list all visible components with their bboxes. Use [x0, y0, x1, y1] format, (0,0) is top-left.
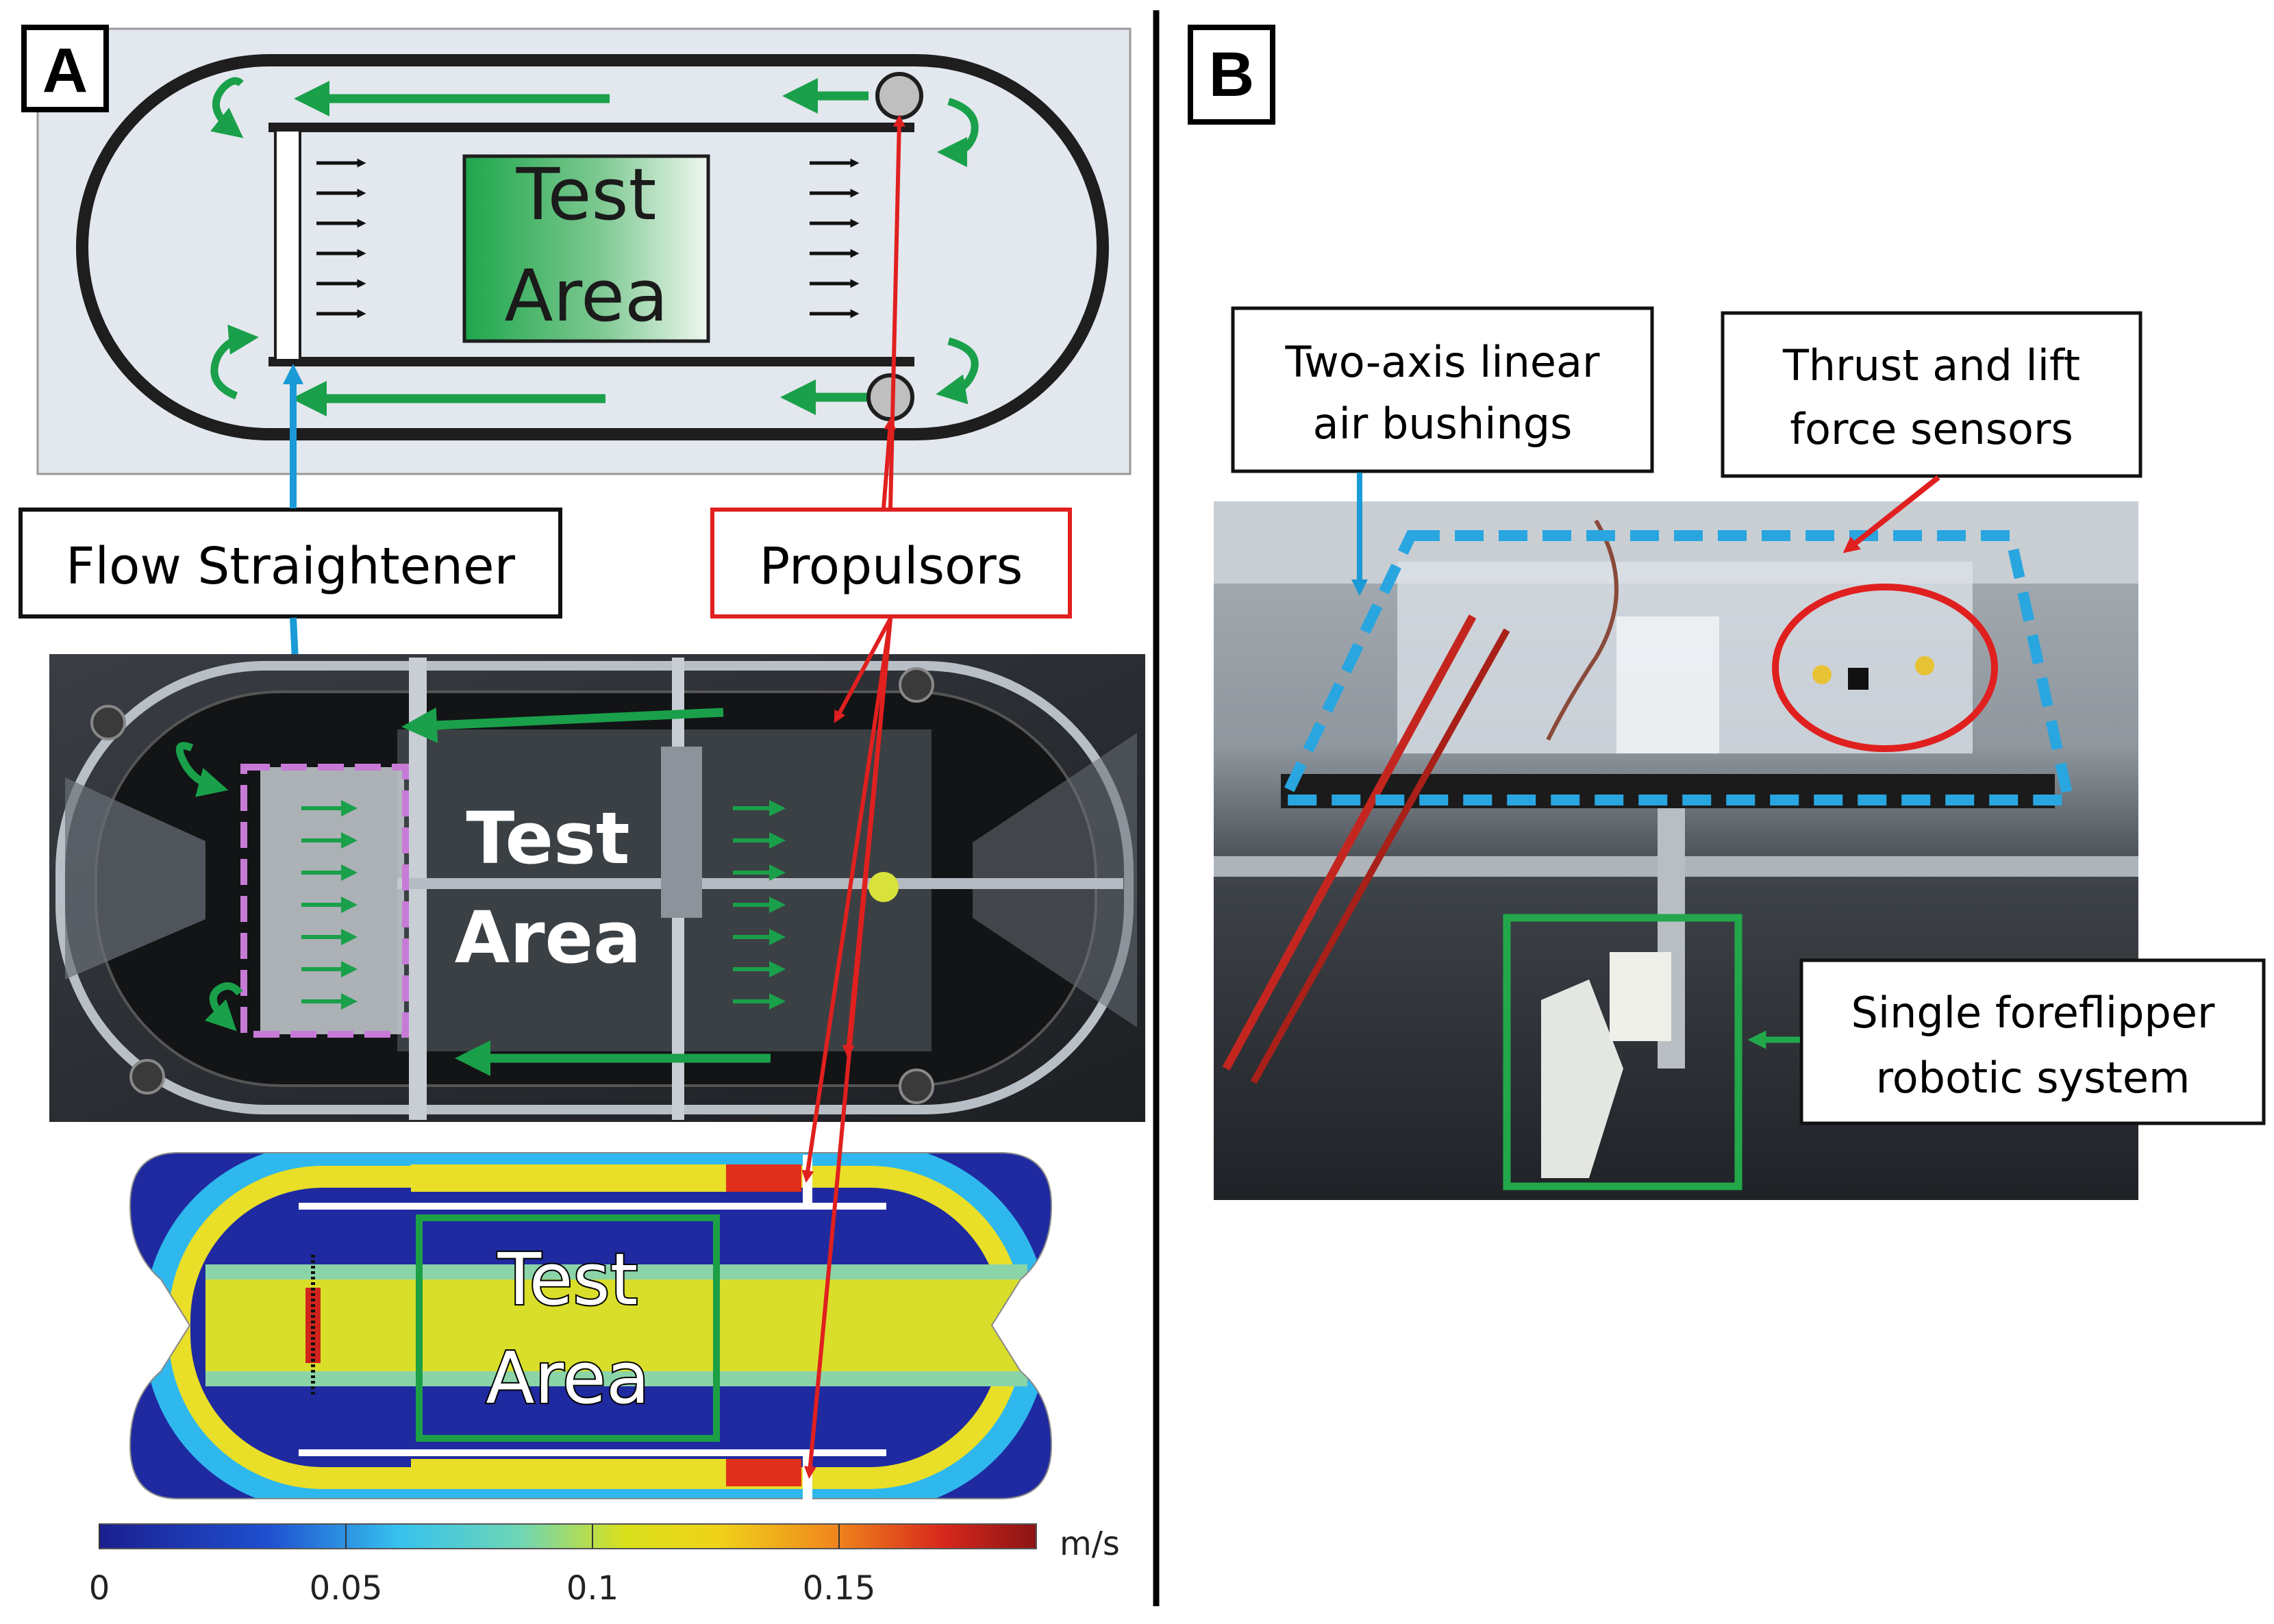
- propulsor-top: [875, 72, 923, 120]
- photo-turn-arrow-bottom: [204, 982, 243, 1032]
- flow-straightener-element: [274, 129, 301, 362]
- sim-test-area-box: [416, 1214, 720, 1442]
- robot-label-line1: Single foreflipper: [1851, 988, 2215, 1038]
- colorbar-tick-label: 0.15: [803, 1569, 876, 1608]
- photo-b-block-center: [1616, 616, 1719, 753]
- flow-straightener-label: Flow Straightener: [66, 537, 516, 596]
- photo-turn-arrow-top: [175, 742, 229, 797]
- turn-arrow-bottom-right: [936, 337, 979, 405]
- bushings-label-line2: air bushings: [1313, 399, 1573, 449]
- photo-knob-bottom-left: [129, 1059, 165, 1095]
- sim-wall-bottom: [299, 1449, 886, 1456]
- schematic-test-area-line1: Test: [516, 153, 657, 236]
- propulsor-pointer-sim-top: [801, 618, 892, 1183]
- bushing-outline: [1275, 530, 2075, 805]
- colorbar-unit: m/s: [1060, 1525, 1120, 1563]
- sim-test-area-line1: Test: [497, 1238, 638, 1321]
- robot-box-label: [1799, 958, 2266, 1125]
- photo-straightener-tubes: [260, 767, 404, 1034]
- sim-center-edge-top: [205, 1264, 1027, 1279]
- bushings-label-line1: Two-axis linear: [1284, 337, 1600, 387]
- propulsor-pointer-photo-top: [834, 617, 892, 723]
- colorbar-gradient: [99, 1523, 1037, 1549]
- photo-b-sensor-knob-left: [1812, 665, 1832, 684]
- photo-b-sensor-knob-right: [1915, 656, 1934, 675]
- propulsor-pointer-sim-bottom: [803, 618, 892, 1479]
- flow-straightener-callout: Flow Straightener: [18, 508, 562, 619]
- sim-wall-top: [299, 1203, 886, 1210]
- photo-b-flipper: [1541, 979, 1623, 1178]
- sensor-circle: [1772, 584, 1998, 752]
- photo-knob-top-right: [899, 667, 934, 703]
- photo-b-cable-2: [1250, 628, 1510, 1084]
- tank-photo: Test Area: [49, 654, 1145, 1122]
- robot-box: [1503, 914, 1742, 1190]
- turn-arrow-top-right: [937, 97, 979, 167]
- photo-ball: [869, 872, 899, 902]
- colorbar-tick-label: 0.05: [310, 1569, 383, 1608]
- turn-arrow-top-left: [210, 77, 244, 138]
- sensors-pointer: [1842, 475, 1940, 553]
- flow-simulation: Test Area: [129, 1152, 1053, 1500]
- robot-callout: Single foreflipper robotic system: [1799, 958, 2266, 1125]
- robot-label-line2: robotic system: [1876, 1053, 2190, 1103]
- photo-left-nozzle: [65, 777, 205, 979]
- sensors-box: [1721, 311, 2142, 478]
- sim-jet-bottom-hot: [726, 1459, 801, 1486]
- bushings-callout: Two-axis linear air bushings: [1231, 306, 1654, 473]
- propulsors-callout: Propulsors: [710, 508, 1072, 619]
- propulsor-pointer-top: [888, 114, 905, 509]
- tank-outline: [76, 54, 1109, 440]
- sensors-label-line2: force sensors: [1790, 404, 2073, 454]
- propulsors-label: Propulsors: [760, 537, 1023, 596]
- schematic-diagram: Test Area: [36, 27, 1132, 475]
- photo-straightener-outline: [240, 764, 409, 1038]
- schematic-flow-arrows: [316, 158, 860, 318]
- colorbar-tick-label: 0.1: [566, 1569, 619, 1608]
- flow-straightener-box: [18, 508, 562, 619]
- schematic-test-area-box: [462, 154, 710, 343]
- panel-b-box: [1188, 25, 1275, 125]
- panel-a-box: [21, 25, 109, 112]
- photo-test-area-line2: Area: [455, 896, 642, 979]
- photo-carriage: [661, 747, 702, 918]
- colorbar-tick-label: 0: [89, 1569, 110, 1608]
- photo-return-arrow-top: [401, 707, 724, 743]
- photo-b-servo: [1610, 952, 1671, 1041]
- photo-b-wires: [1546, 519, 1619, 741]
- sim-center-band: [205, 1279, 1027, 1371]
- sensors-callout: Thrust and lift force sensors: [1721, 311, 2142, 478]
- photo-knob-top-left: [90, 705, 126, 740]
- propulsors-box: [710, 508, 1072, 619]
- colorbar-ticks: 0 0.05 0.1 0.15: [89, 1524, 876, 1608]
- sim-straightener-hot: [305, 1288, 321, 1363]
- panel-a-letter: A: [42, 36, 88, 105]
- sim-test-area-line2: Area: [486, 1336, 649, 1420]
- propulsor-bottom: [866, 373, 914, 421]
- photo-b-cable-1: [1222, 614, 1477, 1071]
- photo-flow-arrows: [301, 800, 786, 1010]
- photo-test-area-line1: Test: [466, 797, 629, 880]
- sim-center-edge-bottom: [205, 1371, 1027, 1386]
- colorbar: m/s 0 0.05 0.1 0.15: [89, 1523, 1120, 1608]
- propulsor-pointer-bottom: [882, 417, 897, 509]
- turn-arrow-bottom-left: [210, 324, 259, 400]
- sensors-label-line1: Thrust and lift: [1782, 340, 2080, 390]
- bushings-box: [1231, 306, 1654, 473]
- photo-knob-bottom-right: [899, 1069, 934, 1104]
- panel-b-letter: B: [1209, 40, 1254, 110]
- sim-jet-top-hot: [726, 1164, 801, 1192]
- photo-b-sensor-display: [1848, 668, 1869, 690]
- sim-outline: [129, 1152, 1053, 1499]
- schematic-test-area-line2: Area: [504, 254, 668, 338]
